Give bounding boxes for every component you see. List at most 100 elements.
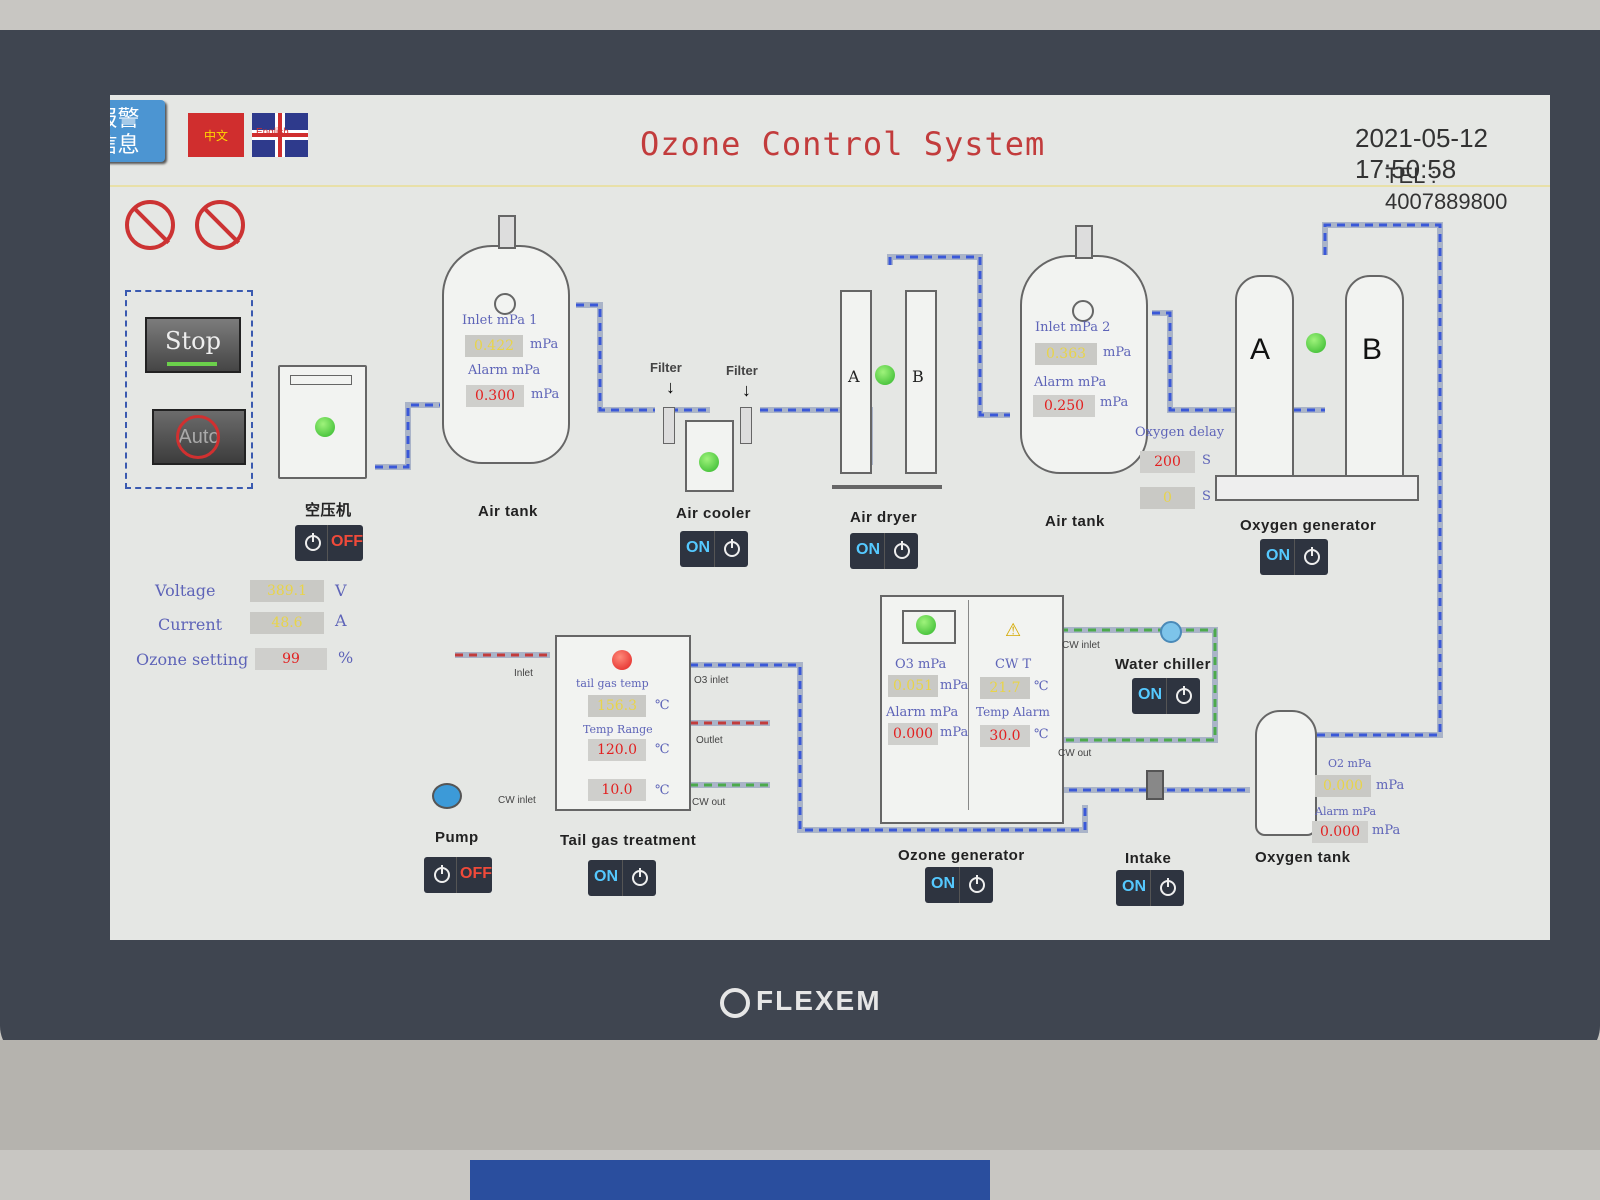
o2-label: O2 mPa bbox=[1328, 757, 1372, 770]
temp-range-value[interactable]: 120.0 bbox=[588, 739, 646, 761]
background-object bbox=[470, 1160, 990, 1200]
oxygen-tank[interactable] bbox=[1255, 710, 1317, 836]
filter-1 bbox=[663, 407, 675, 444]
air-tank-2-inlet-unit: mPa bbox=[1103, 345, 1132, 360]
alarm-info-button[interactable]: 报警 信息 bbox=[110, 100, 165, 162]
oxygen-generator-toggle[interactable]: ON bbox=[1260, 539, 1328, 575]
tank-valve bbox=[1075, 225, 1093, 259]
cw-temp-label: CW T bbox=[995, 657, 1032, 672]
header-divider bbox=[110, 185, 1550, 187]
power-icon bbox=[1160, 878, 1176, 896]
air-cooler-status-indicator bbox=[699, 452, 719, 472]
o2-unit: mPa bbox=[1376, 778, 1405, 793]
outlet-label: Outlet bbox=[696, 735, 723, 746]
current-label: Current bbox=[158, 615, 223, 634]
water-chiller-label: Water chiller bbox=[1115, 656, 1211, 673]
stop-button[interactable]: Stop bbox=[145, 317, 241, 373]
air-cooler-label: Air cooler bbox=[676, 505, 752, 522]
hmi-screen: 报警 信息 中文 English Ozone Control System 20… bbox=[110, 95, 1550, 940]
pipe-network bbox=[375, 222, 1443, 833]
oxygen-generator-label: Oxygen generator bbox=[1240, 517, 1377, 534]
air-compressor[interactable] bbox=[278, 365, 367, 479]
cw-inlet-label: CW inlet bbox=[1062, 640, 1100, 651]
air-tank-2-label: Air tank bbox=[1045, 513, 1105, 530]
language-english-button[interactable]: English bbox=[252, 113, 308, 157]
intake-toggle[interactable]: ON bbox=[1116, 870, 1184, 906]
air-tank-1-inlet-unit: mPa bbox=[530, 337, 559, 352]
datetime: 2021-05-12 17:50:58 bbox=[1355, 123, 1488, 184]
compressor-toggle[interactable]: OFF bbox=[295, 525, 363, 561]
oxygen-generator-a-label: A bbox=[1250, 333, 1271, 366]
o3-unit: mPa bbox=[940, 678, 969, 693]
o3-label: O3 mPa bbox=[895, 657, 947, 672]
water-chiller-toggle[interactable]: ON bbox=[1132, 678, 1200, 714]
tank-valve bbox=[498, 215, 516, 249]
auto-button[interactable]: Auto bbox=[152, 409, 246, 465]
ozone-setting-value[interactable]: 99 bbox=[255, 648, 327, 670]
power-icon bbox=[1176, 686, 1192, 704]
filter-2 bbox=[740, 407, 752, 444]
air-tank-1-alarm-value[interactable]: 0.300 bbox=[466, 385, 524, 407]
o3-alarm-label: Alarm mPa bbox=[886, 705, 959, 720]
ozone-generator-label: Ozone generator bbox=[898, 847, 1025, 864]
tail-gas-temp-value: 156.3 bbox=[588, 695, 646, 717]
air-dryer-label: Air dryer bbox=[850, 509, 918, 526]
temp-range-label: Temp Range bbox=[583, 723, 653, 736]
air-cooler[interactable] bbox=[685, 420, 734, 492]
ozone-setting-label: Ozone setting bbox=[136, 650, 249, 669]
lang-cn-label: 中文 bbox=[204, 129, 229, 143]
air-tank-1-label: Air tank bbox=[478, 503, 538, 520]
power-icon bbox=[632, 868, 648, 886]
filter-2-label: Filter bbox=[726, 363, 758, 378]
air-tank-2-alarm-value[interactable]: 0.250 bbox=[1033, 395, 1095, 417]
oxygen-delay-label: Oxygen delay bbox=[1135, 425, 1225, 440]
pump-toggle[interactable]: OFF bbox=[424, 857, 492, 893]
air-tank-2-alarm-label: Alarm mPa bbox=[1034, 375, 1107, 390]
pump-icon[interactable] bbox=[432, 783, 462, 809]
temp-alarm-value[interactable]: 30.0 bbox=[980, 725, 1030, 747]
no-smoking-icon bbox=[125, 200, 175, 250]
compressor-label: 空压机 bbox=[305, 502, 352, 519]
air-tank-1-inlet-value: 0.422 bbox=[465, 335, 523, 357]
oxygen-delay-unit: S bbox=[1202, 453, 1211, 468]
tail-gas-cw-out-label: CW out bbox=[692, 797, 726, 808]
power-icon bbox=[969, 875, 985, 893]
oxygen-delay-value[interactable]: 200 bbox=[1140, 451, 1195, 473]
temp-range-2-value[interactable]: 10.0 bbox=[588, 779, 646, 801]
ozone-generator-status-indicator bbox=[916, 615, 936, 635]
voltage-unit: V bbox=[335, 581, 347, 600]
power-icon bbox=[724, 539, 740, 557]
air-dryer-b-label: B bbox=[912, 367, 924, 386]
telephone: TEL : 4007889800 bbox=[1385, 163, 1508, 214]
ozone-generator-unit[interactable] bbox=[880, 595, 1064, 824]
tail-gas-toggle[interactable]: ON bbox=[588, 860, 656, 896]
cw-temp-unit: ℃ bbox=[1034, 679, 1049, 694]
high-voltage-warning-icon: ⚠ bbox=[1005, 620, 1022, 640]
air-tank-2-alarm-unit: mPa bbox=[1100, 395, 1129, 410]
current-unit: A bbox=[335, 611, 347, 630]
air-cooler-toggle[interactable]: ON bbox=[680, 531, 748, 567]
page-title: Ozone Control System bbox=[640, 125, 1046, 163]
air-tank-1-inlet-label: Inlet mPa 1 bbox=[462, 313, 538, 328]
tail-gas-inlet-label: Inlet bbox=[514, 668, 533, 679]
arrow-down-icon: ↓ bbox=[666, 377, 675, 397]
no-fire-icon bbox=[195, 200, 245, 250]
air-tank-1-alarm-label: Alarm mPa bbox=[468, 363, 541, 378]
o3-inlet-label: O3 inlet bbox=[694, 675, 729, 686]
filter-1-label: Filter bbox=[650, 360, 682, 375]
o2-alarm-value[interactable]: 0.000 bbox=[1312, 821, 1368, 843]
ozone-generator-toggle[interactable]: ON bbox=[925, 867, 993, 903]
oxygen-delay-2-unit: S bbox=[1202, 489, 1211, 504]
brand-logo: FLEXEM bbox=[720, 985, 882, 1018]
language-chinese-button[interactable]: 中文 bbox=[188, 113, 244, 157]
voltage-value: 389.1 bbox=[250, 580, 324, 602]
air-dryer-toggle[interactable]: ON bbox=[850, 533, 918, 569]
intake-label: Intake bbox=[1125, 850, 1172, 867]
oxygen-tank-label: Oxygen tank bbox=[1255, 849, 1351, 866]
cw-out-label: CW out bbox=[1058, 748, 1092, 759]
air-dryer-column-b bbox=[905, 290, 937, 474]
o3-alarm-value[interactable]: 0.000 bbox=[888, 723, 938, 745]
oxygen-generator-column-a bbox=[1235, 275, 1294, 479]
cw-temp-value: 21.7 bbox=[980, 677, 1030, 699]
oxygen-generator-column-b bbox=[1345, 275, 1404, 479]
